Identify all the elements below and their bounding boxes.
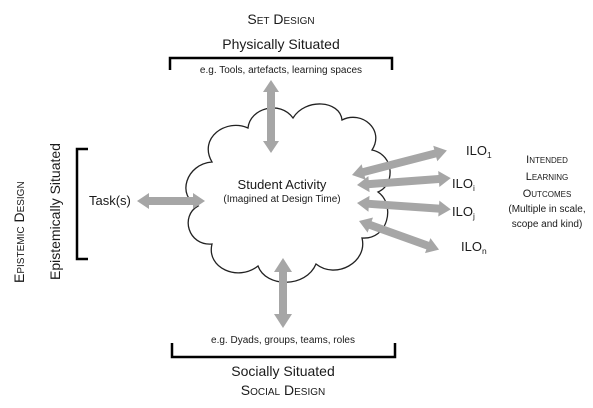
set-design-title: Set Design bbox=[247, 11, 315, 27]
task-label: Task(s) bbox=[89, 193, 131, 208]
top-bracket bbox=[168, 56, 394, 70]
ilo-n-label: ILOn bbox=[461, 239, 487, 256]
epistemically-situated-label: Epistemically Situated bbox=[47, 143, 63, 280]
outcomes-heading-line-1: Intended bbox=[526, 154, 568, 166]
ilo-i-label: ILOi bbox=[452, 176, 475, 193]
arrow-activity-to-ilo-j bbox=[357, 195, 451, 217]
social-design-examples: e.g. Dyads, groups, teams, roles bbox=[211, 335, 355, 346]
set-design-examples: e.g. Tools, artefacts, learning spaces bbox=[199, 65, 363, 76]
arrow-activity-to-social bbox=[274, 258, 292, 328]
socially-situated-label: Socially Situated bbox=[231, 363, 335, 379]
outcomes-note-line-2: scope and kind) bbox=[511, 219, 583, 230]
activity-title: Student Activity bbox=[237, 177, 327, 192]
outcomes-heading-line-3: Outcomes bbox=[522, 188, 572, 200]
arrow-task-to-activity bbox=[137, 193, 205, 209]
outcomes-heading-line-2: Learning bbox=[525, 171, 569, 183]
epistemic-design-title: Epistemic Design bbox=[11, 181, 27, 283]
left-bracket bbox=[75, 147, 88, 261]
physically-situated-label: Physically Situated bbox=[222, 36, 340, 52]
ilo-1-label: ILO1 bbox=[466, 143, 492, 160]
ilo-j-label: ILOj bbox=[452, 204, 475, 221]
bottom-bracket bbox=[170, 343, 397, 359]
activity-subtitle: (Imagined at Design Time) bbox=[223, 194, 341, 205]
social-design-title: Social Design bbox=[240, 382, 326, 398]
arrow-activity-to-ilo-n bbox=[359, 217, 440, 254]
arrow-set-to-activity bbox=[263, 80, 279, 153]
arrow-activity-to-ilo-i bbox=[357, 171, 451, 193]
outcomes-note-line-1: (Multiple in scale, bbox=[508, 204, 586, 215]
arrow-activity-to-ilo-1 bbox=[352, 145, 447, 180]
